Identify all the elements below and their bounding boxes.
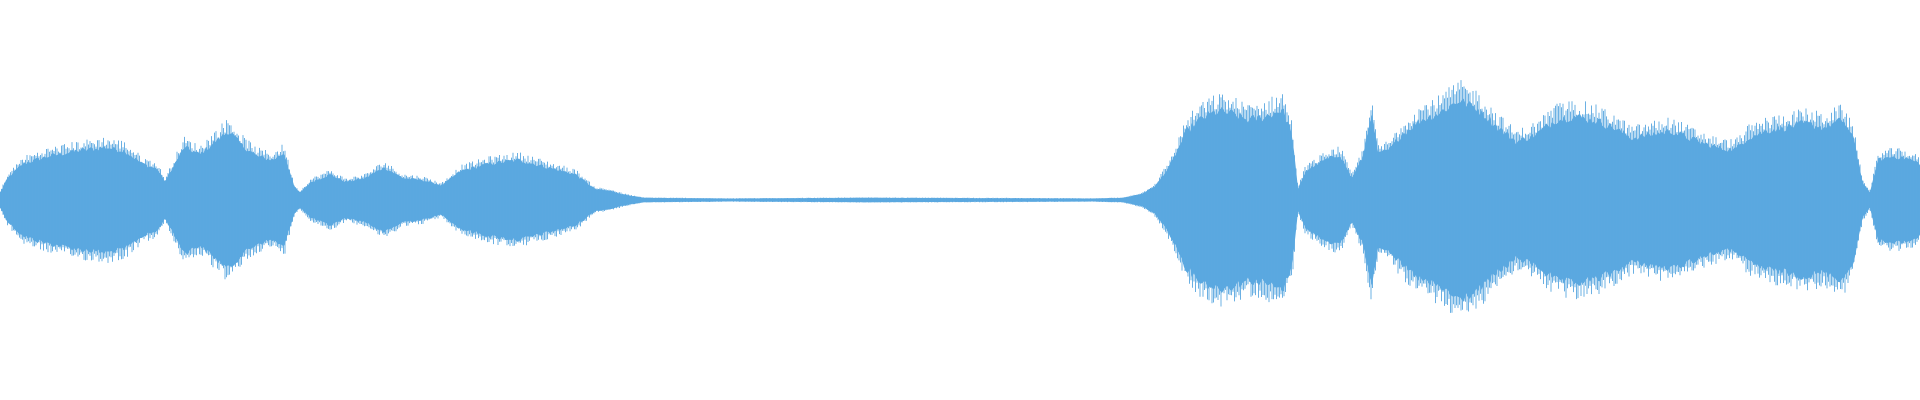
waveform-spikes	[0, 80, 1919, 313]
